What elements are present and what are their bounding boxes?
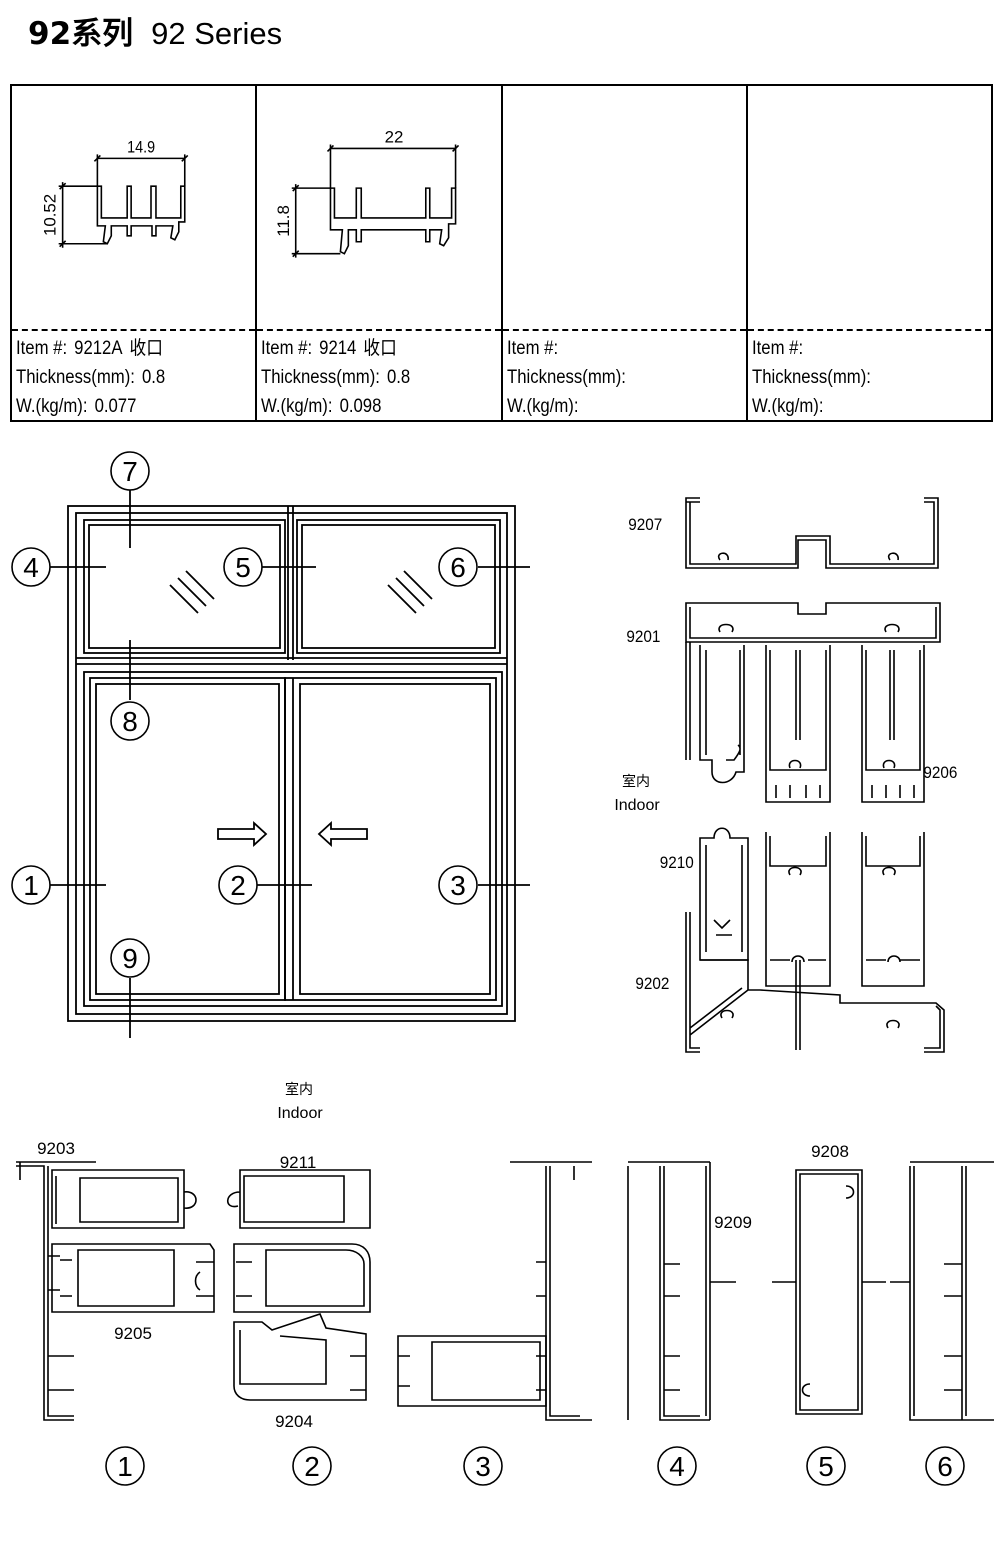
label-9203: 9203 — [37, 1139, 75, 1158]
page-title: 92系列 92 Series — [28, 14, 282, 54]
outer-frame — [67, 505, 516, 1022]
section-number-5: 5 — [818, 1451, 834, 1482]
glass-mark-right — [387, 570, 433, 614]
indoor-en-bottom: Indoor — [277, 1105, 323, 1122]
label-9205: 9205 — [114, 1324, 152, 1343]
callout-4: 4 — [23, 552, 39, 583]
item-number: 9212A — [74, 338, 123, 359]
thickness-label: Thickness(mm): — [751, 367, 871, 388]
profile-9203 — [51, 1169, 197, 1229]
profile-9209 — [627, 1161, 736, 1421]
spec-info-9212a: Item #: 9212A 收口 Thickness(mm): 0.8 W.(kg/m… — [16, 334, 165, 421]
profile-9201 — [685, 602, 941, 643]
profile-drawing-9212a: 14.9 10.52 — [41, 138, 189, 248]
item-label: Item #: — [506, 338, 558, 359]
spec-cell-9214: 22 11.8 Item #: 9214 收口 Thickness(mm): 0.8 … — [257, 86, 503, 421]
profile-9202 — [685, 912, 945, 1053]
weight-label: W.(kg/m): — [16, 396, 88, 417]
label-9207: 9207 — [628, 515, 662, 534]
spec-cell-empty-2: Item #: Thickness(mm): W.(kg/m): — [747, 86, 991, 421]
dim-width-9212a: 14.9 — [127, 138, 155, 156]
indoor-cn-right: 室内 — [622, 773, 650, 789]
profile-section-6 — [890, 1161, 994, 1421]
callout-9: 9 — [122, 943, 138, 974]
callout-3: 3 — [450, 870, 466, 901]
top-right-sash — [296, 519, 501, 654]
section-number-1: 1 — [117, 1451, 133, 1482]
weight-label: W.(kg/m): — [751, 396, 824, 417]
glass-mark-left — [169, 570, 215, 614]
label-9211: 9211 — [280, 1153, 317, 1172]
item-label: Item #: — [751, 338, 803, 359]
window-elevation: 7 4 5 6 8 1 2 3 9 — [11, 451, 530, 1038]
section-number-2: 2 — [304, 1451, 320, 1482]
spec-divider — [747, 329, 991, 331]
series-title-en: 92 Series — [151, 16, 283, 51]
arrow-right-icon — [217, 820, 268, 848]
label-9206: 9206 — [923, 763, 957, 782]
item-number: 9214 — [319, 338, 357, 359]
indoor-en-right: Indoor — [614, 797, 660, 814]
spec-divider — [502, 329, 746, 331]
dim-width-9214: 22 — [385, 127, 404, 146]
item-label: Item #: — [261, 338, 313, 359]
weight-value: 0.077 — [94, 396, 137, 417]
inner-frame — [75, 512, 508, 1015]
spec-info-empty-1: Item #: Thickness(mm): W.(kg/m): — [507, 334, 633, 421]
right-section-profiles: 9207 9201 9206 9210 9202 室内 Indoor — [614, 497, 957, 1053]
section-number-4: 4 — [669, 1451, 685, 1482]
label-9201: 9201 — [626, 627, 660, 646]
bottom-section-profiles: 1 2 3 4 5 6 9203 9211 9205 9204 9209 920… — [16, 1081, 994, 1486]
thickness-label: Thickness(mm): — [261, 367, 381, 388]
profile-9211 — [226, 1169, 371, 1229]
thickness-value: 0.8 — [141, 367, 166, 388]
label-9208: 9208 — [811, 1142, 849, 1161]
label-9202: 9202 — [635, 974, 669, 993]
callout-2: 2 — [230, 870, 246, 901]
weight-value: 0.098 — [339, 396, 382, 417]
item-name-cn: 收口 — [129, 338, 164, 359]
thickness-label: Thickness(mm): — [506, 367, 626, 388]
spec-divider — [257, 329, 501, 331]
callout-1: 1 — [23, 870, 39, 901]
profile-9210 — [699, 827, 749, 961]
label-9210: 9210 — [660, 853, 694, 872]
spec-info-9214: Item #: 9214 收口 Thickness(mm): 0.8 W.(kg/m)… — [261, 334, 410, 421]
weight-label: W.(kg/m): — [506, 396, 579, 417]
label-9209: 9209 — [714, 1213, 752, 1232]
callout-8: 8 — [122, 706, 138, 737]
spec-info-empty-2: Item #: Thickness(mm): W.(kg/m): — [752, 334, 878, 421]
series-title-cn: 92系列 — [28, 16, 134, 52]
spec-table: 14.9 10.52 Item #: 9212A 收口 Thickness(mm):… — [10, 84, 993, 422]
indoor-cn-bottom: 室内 — [285, 1081, 313, 1097]
thickness-label: Thickness(mm): — [16, 367, 135, 388]
profile-section-3-sash — [397, 1335, 547, 1407]
spec-divider — [12, 329, 256, 331]
callout-6: 6 — [450, 552, 466, 583]
callout-5: 5 — [235, 552, 251, 583]
bottom-right-sash — [284, 677, 497, 1001]
profile-9208 — [772, 1169, 886, 1415]
profile-9204 — [233, 1313, 367, 1401]
weight-label: W.(kg/m): — [261, 396, 333, 417]
top-left-sash — [83, 519, 286, 654]
dim-height-9214: 11.8 — [274, 205, 293, 237]
section-number-3: 3 — [475, 1451, 491, 1482]
spec-cell-empty-1: Item #: Thickness(mm): W.(kg/m): — [502, 86, 748, 421]
profile-9207 — [685, 497, 939, 569]
label-9204: 9204 — [275, 1412, 313, 1431]
callout-7: 7 — [122, 456, 138, 487]
profile-9205 — [51, 1243, 215, 1313]
arrow-left-icon — [317, 820, 368, 848]
item-name-cn: 收口 — [363, 338, 398, 359]
spec-cell-9212a: 14.9 10.52 Item #: 9212A 收口 Thickness(mm):… — [12, 86, 258, 421]
section-number-6: 6 — [937, 1451, 953, 1482]
item-label: Item #: — [16, 338, 68, 359]
thickness-value: 0.8 — [387, 367, 411, 388]
dim-height-9212a: 10.52 — [41, 194, 60, 236]
profile-drawing-9214: 22 11.8 — [274, 127, 460, 258]
